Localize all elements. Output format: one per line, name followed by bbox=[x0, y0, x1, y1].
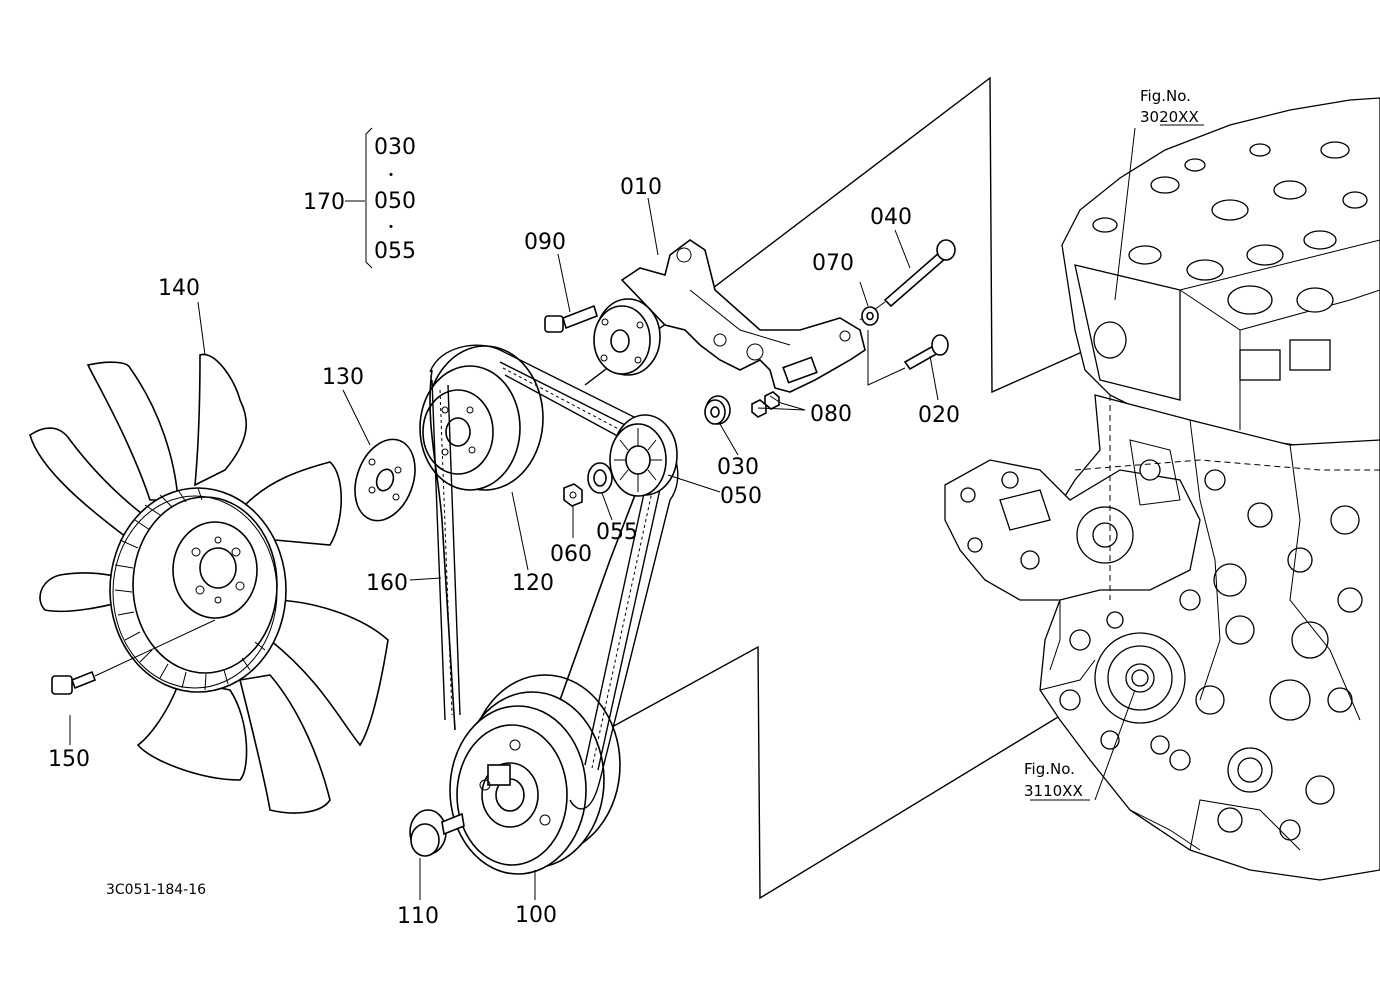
fan-140 bbox=[29, 353, 389, 814]
bolt-020 bbox=[867, 330, 949, 386]
label-090: 090 bbox=[524, 230, 566, 255]
fan-pulley-120 bbox=[419, 345, 544, 491]
kit-item-050: 050 bbox=[374, 189, 416, 214]
fig-ref-lower-number: 3110XX bbox=[1024, 782, 1083, 800]
kit-separator: ・ bbox=[383, 218, 398, 236]
label-060: 060 bbox=[550, 542, 592, 567]
label-050: 050 bbox=[720, 484, 762, 509]
drawing-code: 3C051-184-16 bbox=[106, 882, 206, 898]
collar-030 bbox=[704, 395, 731, 425]
kit-170-list: 030 ・ 050 ・ 055 bbox=[374, 135, 416, 264]
nut-060 bbox=[563, 483, 583, 507]
washer-070 bbox=[861, 306, 879, 326]
washer-055 bbox=[587, 462, 613, 494]
label-170: 170 bbox=[303, 190, 345, 215]
figure-references: Fig.No. 3020XX Fig.No. 3110XX bbox=[1024, 87, 1199, 800]
label-100: 100 bbox=[515, 903, 557, 928]
kit-item-055: 055 bbox=[374, 239, 416, 264]
label-120: 120 bbox=[512, 571, 554, 596]
spacer-130 bbox=[354, 438, 416, 522]
label-140: 140 bbox=[158, 276, 200, 301]
fig-ref-upper-number: 3020XX bbox=[1140, 108, 1199, 126]
label-040: 040 bbox=[870, 205, 912, 230]
kit-separator: ・ bbox=[383, 166, 398, 184]
fig-ref-lower-title: Fig.No. bbox=[1024, 760, 1075, 778]
leader-lines bbox=[69, 124, 1204, 900]
crank-pulley-100 bbox=[449, 674, 621, 875]
bolt-110 bbox=[409, 809, 465, 857]
label-160: 160 bbox=[366, 571, 408, 596]
label-130: 130 bbox=[322, 365, 364, 390]
label-020: 020 bbox=[918, 403, 960, 428]
nuts-080 bbox=[751, 391, 780, 418]
bolt-040 bbox=[859, 239, 956, 321]
bolt-090 bbox=[544, 304, 598, 333]
label-150: 150 bbox=[48, 747, 90, 772]
label-110: 110 bbox=[397, 904, 439, 929]
engine-block bbox=[944, 97, 1380, 881]
fig-ref-upper-title: Fig.No. bbox=[1140, 87, 1191, 105]
bracket-010 bbox=[593, 239, 866, 393]
assembly-outline bbox=[584, 76, 1087, 900]
bolt-150 bbox=[51, 619, 216, 695]
label-030: 030 bbox=[717, 455, 759, 480]
label-080: 080 bbox=[810, 402, 852, 427]
label-055: 055 bbox=[596, 520, 638, 545]
part-labels: 010 020 030 040 050 055 060 070 080 090 … bbox=[48, 175, 960, 929]
tension-pulley-050 bbox=[609, 414, 678, 497]
kit-item-030: 030 bbox=[374, 135, 416, 160]
label-070: 070 bbox=[812, 251, 854, 276]
label-010: 010 bbox=[620, 175, 662, 200]
